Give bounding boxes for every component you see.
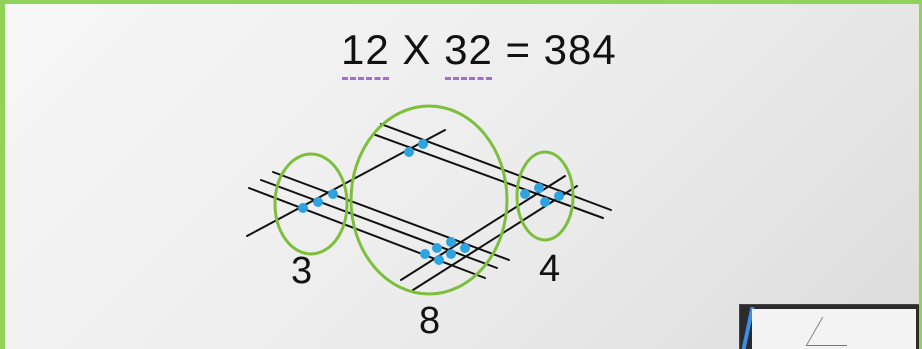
- dot: [328, 189, 338, 199]
- dot: [404, 147, 414, 157]
- dot: [434, 255, 444, 265]
- middle-group-count: 8: [419, 300, 440, 343]
- slide-thumbnail-icon[interactable]: [739, 304, 919, 349]
- slide-frame: 12 X 32 = 384: [5, 4, 919, 349]
- dot: [534, 183, 544, 193]
- line-a1: [249, 188, 485, 278]
- right-group-count: 4: [539, 248, 560, 291]
- dot: [420, 249, 430, 259]
- dot: [298, 203, 308, 213]
- middle-group-ellipse: [351, 106, 507, 294]
- left-group-count: 3: [291, 250, 312, 293]
- dot: [554, 191, 564, 201]
- dot: [432, 243, 442, 253]
- left-group-ellipse: [275, 154, 347, 254]
- thumbnail-sketch-icon: [806, 317, 864, 346]
- line-b2: [381, 124, 611, 210]
- line-a3: [273, 172, 509, 260]
- dot: [418, 139, 428, 149]
- thumbnail-page: [752, 309, 916, 349]
- dot: [313, 197, 323, 207]
- dot: [520, 189, 530, 199]
- dot: [460, 243, 470, 253]
- dot: [540, 197, 550, 207]
- dot: [446, 249, 456, 259]
- line-multiplication-diagram: [5, 4, 919, 349]
- dot: [446, 237, 456, 247]
